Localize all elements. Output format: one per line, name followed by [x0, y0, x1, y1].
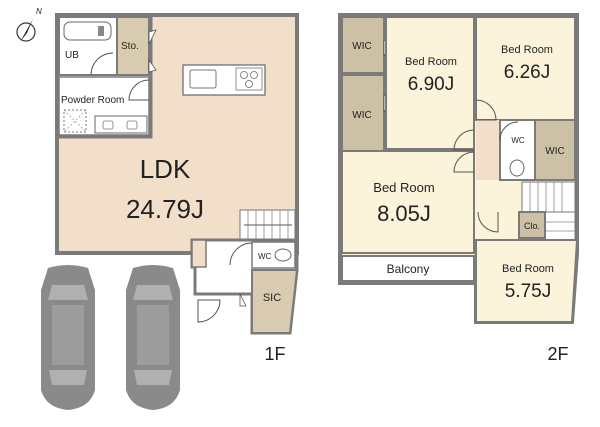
entrance-door-swing-icon: [197, 299, 221, 323]
bed2-name: Bed Room: [501, 44, 553, 56]
bedroom-575: [475, 239, 579, 323]
bedroom-805: [341, 150, 475, 254]
car-icon-right: [126, 265, 180, 410]
north-label: N: [36, 7, 42, 16]
wc-1f-label: WC: [258, 252, 272, 261]
wc-2f-label: WC: [511, 136, 525, 145]
balcony-label: Balcony: [387, 262, 430, 276]
sic-label: SIC: [263, 292, 281, 304]
wic-b: [341, 74, 385, 152]
bed1-size: 6.90J: [408, 74, 454, 95]
storage-room: [116, 16, 150, 76]
wc2f-door-swing-icon: [499, 121, 519, 141]
staircase-1f-icon: [239, 209, 296, 241]
floor-2: WIC WIC WIC WC Clo. Bed Room 6.90J Bed R…: [338, 13, 579, 364]
bed2-size: 6.26J: [504, 62, 550, 83]
wic-c-label: WIC: [545, 146, 564, 157]
toilet-2f-icon: [509, 159, 525, 177]
bed4-name: Bed Room: [502, 263, 554, 275]
bed805-door-swing-icon: [453, 151, 475, 173]
wic-b-label: WIC: [352, 110, 371, 121]
bedroom-690: [385, 16, 475, 150]
closet: [518, 211, 546, 239]
stove-icon: [235, 67, 263, 91]
toilet-icon: [274, 248, 292, 262]
ldk-size: 24.79J: [126, 194, 204, 224]
bed1-name: Bed Room: [405, 56, 457, 68]
floor-1-label: 1F: [264, 344, 285, 364]
north-arrow-icon: [20, 19, 33, 42]
closet-label: Clo.: [524, 221, 540, 231]
car-icon-left: [41, 265, 95, 410]
wic-c: [534, 119, 576, 181]
bath-door-swing-icon: [90, 52, 114, 76]
bed4-size: 5.75J: [505, 281, 551, 302]
parking: [41, 265, 180, 410]
ub-label: UB: [65, 50, 79, 61]
powder-room-label: Powder Room: [61, 95, 124, 106]
balcony: [341, 255, 475, 282]
wc-door-swing-icon: [229, 242, 253, 266]
bed575-door-swing-icon: [477, 211, 499, 233]
hall: [476, 120, 500, 180]
washer-icon: [63, 109, 87, 133]
storage-label: Sto.: [121, 41, 139, 52]
compass: N: [16, 7, 42, 42]
bedroom-626: [475, 16, 576, 121]
sink-icon: [189, 69, 217, 89]
bed3-name: Bed Room: [373, 180, 434, 195]
ldk-label: LDK: [140, 154, 191, 184]
shoe-closet: [251, 269, 299, 334]
bed690-door-swing-icon: [453, 129, 475, 151]
bed3-size: 8.05J: [377, 201, 431, 226]
floor-2-label: 2F: [547, 344, 568, 364]
powder-door-swing-icon: [128, 79, 150, 101]
storage-door-icon: [148, 29, 157, 45]
storage-door-icon-2: [148, 58, 157, 73]
compass-ring-icon: [16, 22, 36, 42]
floor-1: UB Sto. Powder Room LDK 24.79J WC SIC 1F: [55, 13, 299, 364]
wic-a-label: WIC: [352, 41, 371, 52]
bed626-door-swing-icon: [475, 99, 497, 121]
faucet-icon: [98, 26, 104, 36]
